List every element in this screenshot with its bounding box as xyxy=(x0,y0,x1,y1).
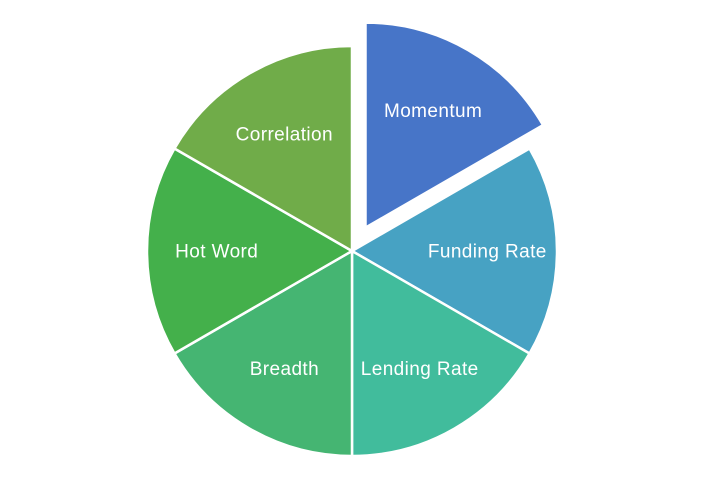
pie-slice-breadth[interactable] xyxy=(173,249,354,458)
pie-slice-correlation[interactable] xyxy=(173,44,354,253)
pie-label-hot-word: Hot Word xyxy=(175,242,258,263)
pie-label-lending-rate: Lending Rate xyxy=(361,359,479,380)
pie-slice-lending-rate[interactable] xyxy=(350,249,531,458)
pie-label-breadth: Breadth xyxy=(250,359,319,380)
pie-slice-hot-word[interactable] xyxy=(145,147,354,355)
pie-label-momentum: Momentum xyxy=(384,101,482,122)
pie-slice-momentum[interactable] xyxy=(364,21,545,229)
pie-label-correlation: Correlation xyxy=(236,124,333,145)
pie-slice-funding-rate[interactable] xyxy=(350,147,559,355)
pie-label-funding-rate: Funding Rate xyxy=(428,242,547,263)
